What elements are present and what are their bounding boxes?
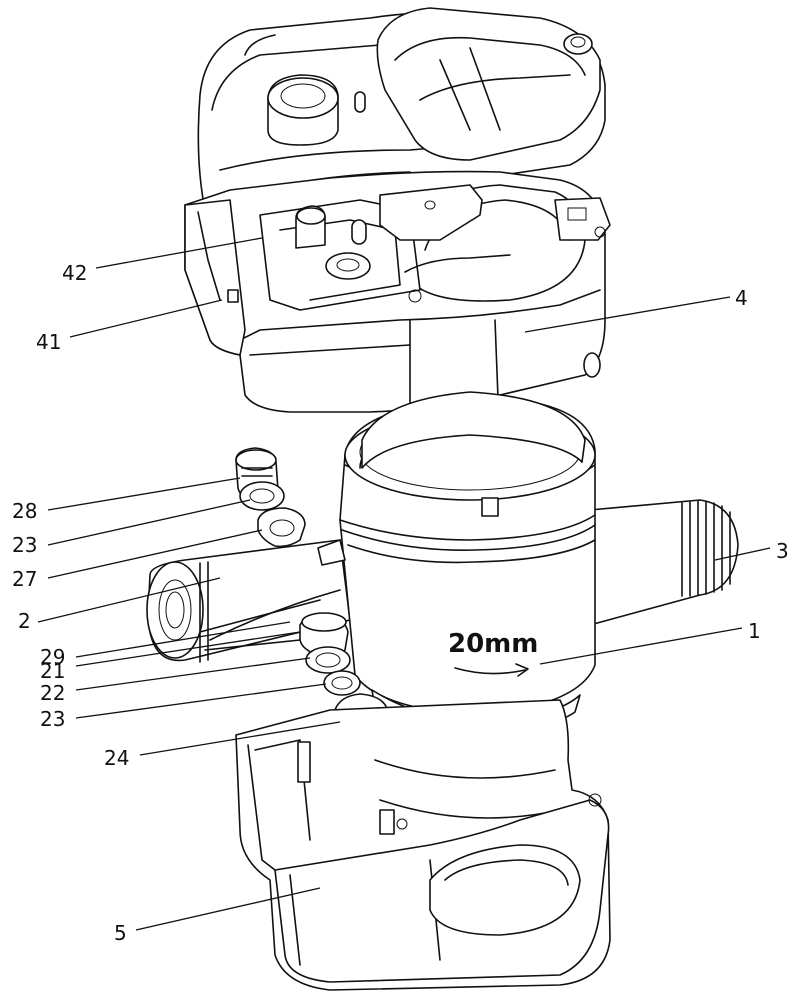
label-23a: 23 <box>12 533 37 557</box>
label-4: 4 <box>735 286 748 310</box>
label-2: 2 <box>18 609 31 633</box>
lower-housing <box>236 700 610 990</box>
leader-41 <box>70 300 222 337</box>
leader-23a <box>48 500 250 545</box>
label-5: 5 <box>114 921 127 945</box>
label-28: 28 <box>12 499 37 523</box>
label-21: 21 <box>40 659 65 683</box>
label-3: 3 <box>776 539 789 563</box>
label-24: 24 <box>104 746 129 770</box>
leader-22 <box>76 658 310 690</box>
embossed-text-20mm: 20mm <box>448 629 538 659</box>
label-22: 22 <box>40 681 65 705</box>
upper-fittings <box>236 448 305 546</box>
leader-28 <box>48 478 240 510</box>
leader-23b <box>76 684 326 718</box>
label-23b: 23 <box>40 707 65 731</box>
upper-cover-housing <box>185 8 610 412</box>
label-27: 27 <box>12 567 37 591</box>
label-41: 41 <box>36 330 61 354</box>
meter-body: 20mm <box>147 392 738 732</box>
label-42: 42 <box>62 261 87 285</box>
label-1: 1 <box>748 619 761 643</box>
